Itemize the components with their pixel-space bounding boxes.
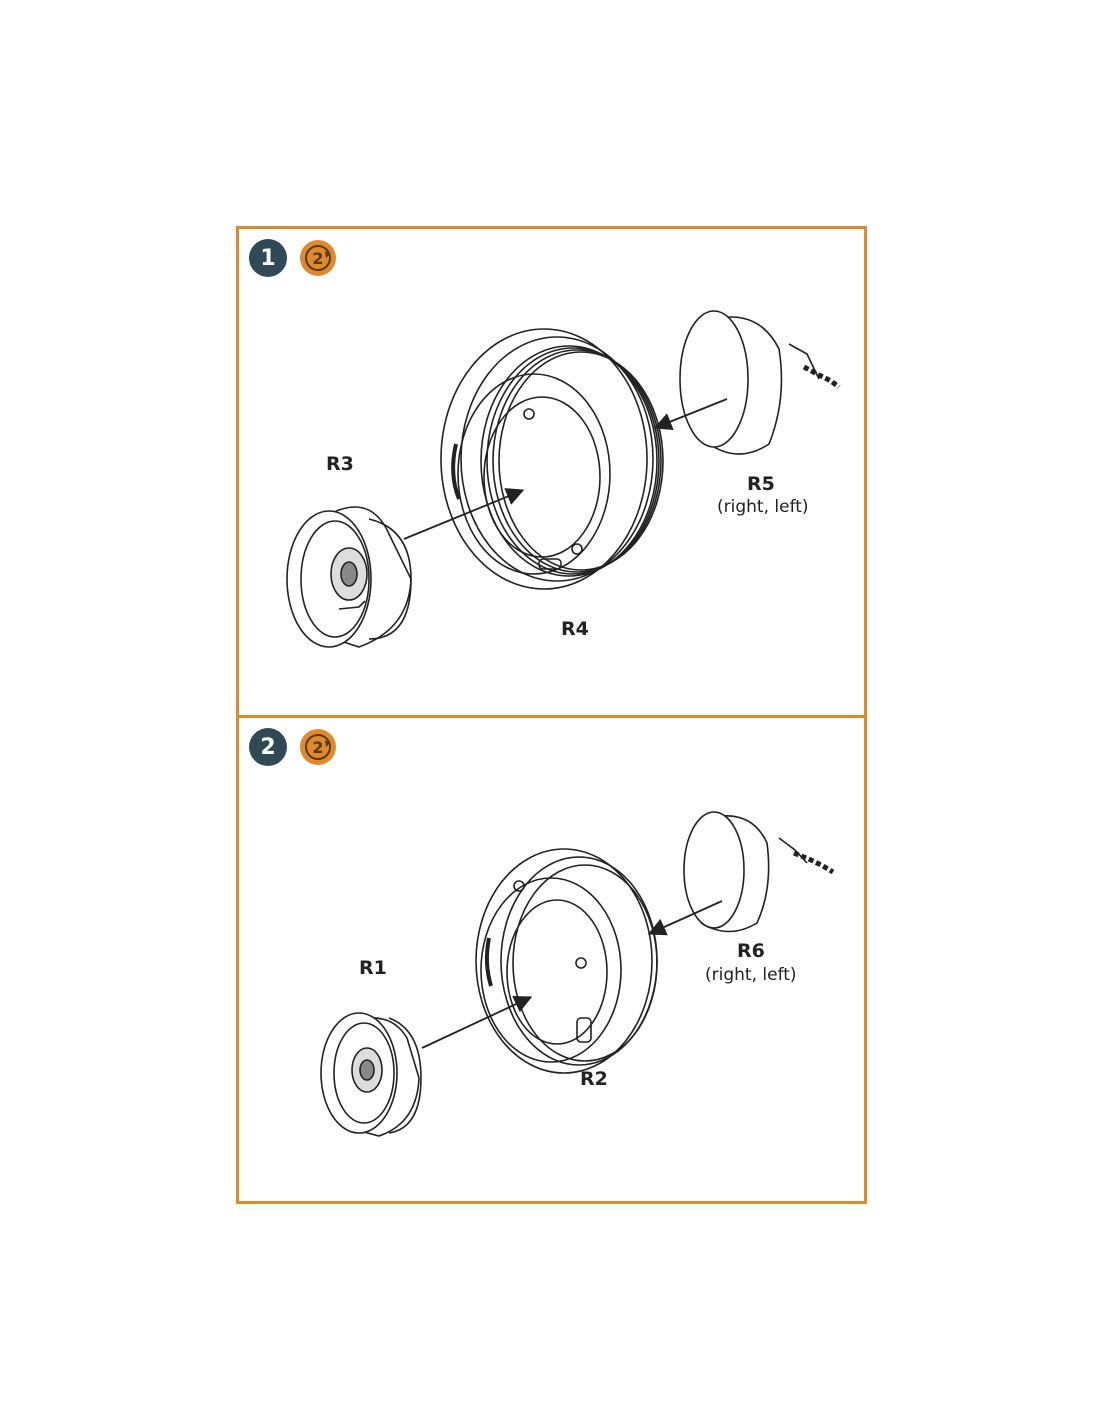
arrow-icon bbox=[647, 900, 723, 936]
hub-r6-drawing bbox=[683, 811, 835, 933]
part-label-r4: R4 bbox=[561, 618, 589, 640]
part-label-r6: R6 bbox=[737, 940, 765, 962]
step-1-panel: 1 2 bbox=[239, 229, 864, 715]
part-label-r1: R1 bbox=[359, 957, 387, 979]
step-1-diagram bbox=[286, 310, 841, 648]
step-number: 1 bbox=[260, 245, 276, 271]
step-number-badge: 2 bbox=[249, 728, 287, 766]
rotate-part-icon: 2 bbox=[300, 240, 336, 276]
tyre-r2-drawing bbox=[475, 848, 658, 1074]
step-divider bbox=[239, 715, 864, 718]
step-number: 2 bbox=[260, 734, 276, 760]
tyre-r4-drawing bbox=[440, 328, 664, 590]
part-label-r2: R2 bbox=[580, 1068, 608, 1090]
arrow-icon bbox=[653, 398, 728, 431]
hub-r3-drawing bbox=[286, 506, 412, 648]
step-2-panel: 2 2 bbox=[239, 718, 864, 1201]
part-note-r6: (right, left) bbox=[705, 965, 797, 985]
part-label-r5: R5 bbox=[747, 473, 775, 495]
part-label-r3: R3 bbox=[326, 453, 354, 475]
instruction-frame: 1 2 bbox=[236, 226, 867, 1204]
rotate-icon-number: 2 bbox=[312, 249, 323, 268]
rotate-part-icon: 2 bbox=[300, 729, 336, 765]
hub-r1-drawing bbox=[320, 1012, 422, 1137]
part-note-r5: (right, left) bbox=[717, 497, 809, 517]
rotate-icon-number: 2 bbox=[312, 738, 323, 757]
step-2-diagram bbox=[320, 811, 835, 1137]
step-number-badge: 1 bbox=[249, 239, 287, 277]
arrow-icon bbox=[403, 488, 525, 540]
hub-r5-drawing bbox=[679, 310, 841, 455]
arrow-icon bbox=[421, 995, 533, 1049]
